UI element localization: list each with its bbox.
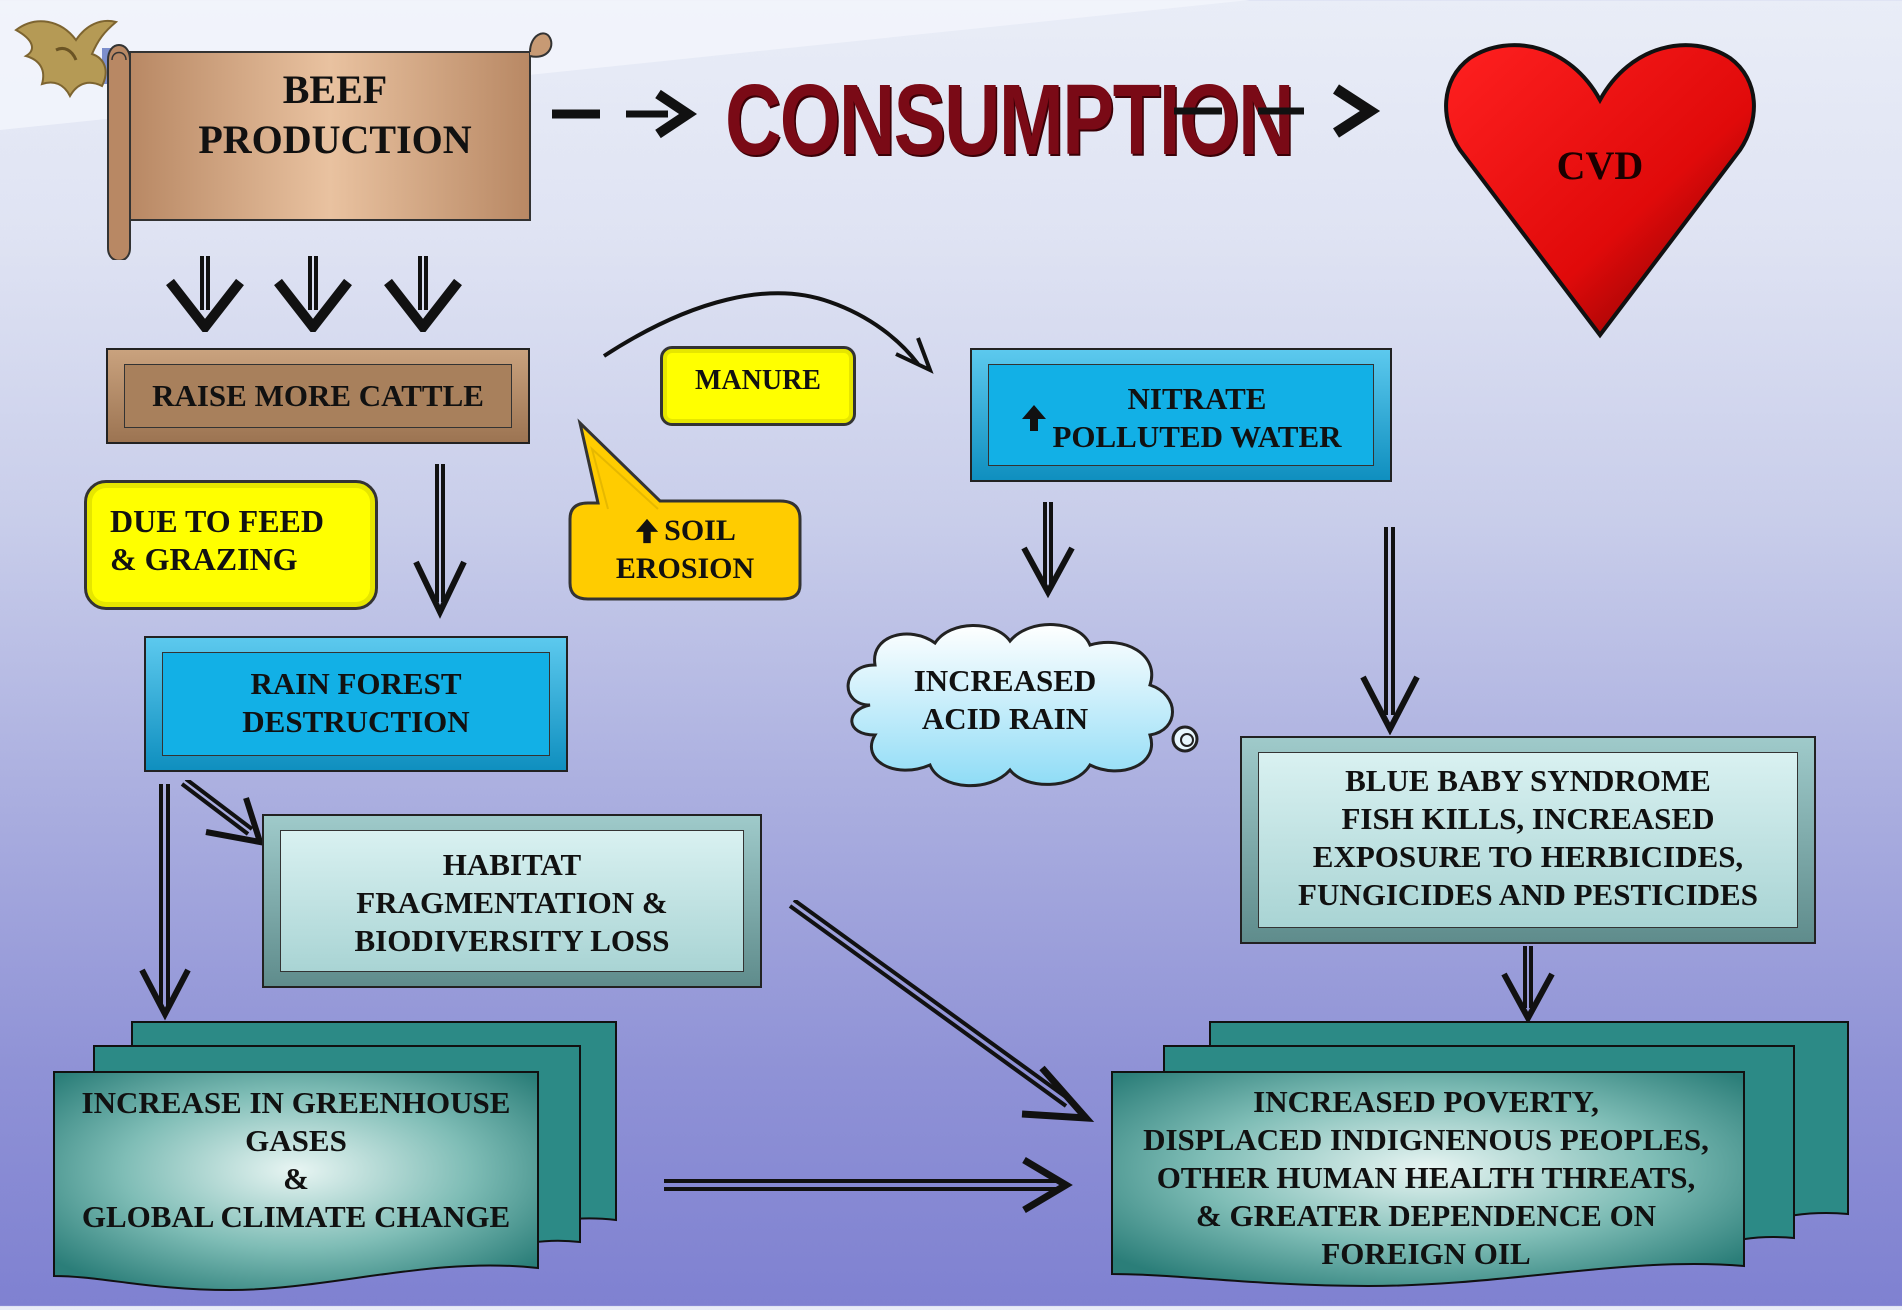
dashed-arrow-to-cvd bbox=[1174, 84, 1381, 138]
soil-erosion-text-line1: SOIL bbox=[664, 514, 736, 547]
arrow-rainforest-to-greenhouse bbox=[139, 784, 191, 1021]
nitrate-polluted-water-label: NITRATE POLLUTED WATER bbox=[970, 368, 1392, 468]
consumption-title: CONSUMPTION bbox=[725, 64, 1294, 176]
raise-more-cattle-label: RAISE MORE CATTLE bbox=[152, 378, 484, 413]
triple-down-arrows bbox=[166, 256, 462, 332]
due-to-feed-grazing-label: DUE TO FEED & GRAZING bbox=[110, 503, 324, 577]
beef-production-label: BEEF PRODUCTION bbox=[198, 67, 472, 162]
nitrate-polluted-water-text: NITRATE POLLUTED WATER bbox=[1052, 381, 1342, 454]
dashed-arrow-to-consumption bbox=[552, 89, 698, 139]
soil-erosion-label: SOIL EROSION bbox=[570, 510, 800, 590]
habitat-fragmentation-box bbox=[262, 814, 762, 988]
greenhouse-gases-label: INCREASE IN GREENHOUSE GASES & GLOBAL CL… bbox=[81, 1085, 511, 1234]
heart-icon bbox=[1444, 43, 1756, 339]
arrow-nitrate-to-acid-rain bbox=[1021, 502, 1075, 599]
blue-baby-syndrome-label: BLUE BABY SYNDROME FISH KILLS, INCREASED… bbox=[1298, 763, 1758, 912]
soil-erosion-callout bbox=[568, 418, 802, 601]
greenhouse-document-stack bbox=[53, 1021, 617, 1292]
manure-callout bbox=[660, 346, 856, 426]
due-to-feed-grazing-callout bbox=[84, 480, 378, 610]
up-arrow-icon bbox=[635, 518, 659, 544]
nitrate-polluted-water-box bbox=[970, 348, 1392, 482]
blue-baby-syndrome-box bbox=[1240, 736, 1816, 944]
soil-erosion-text-line2: EROSION bbox=[615, 552, 755, 585]
increased-poverty-label: INCREASED POVERTY, DISPLACED INDIGNENOUS… bbox=[1143, 1084, 1709, 1271]
poverty-document-stack bbox=[1111, 1021, 1849, 1288]
habitat-fragmentation-label: HABITAT FRAGMENTATION & BIODIVERSITY LOS… bbox=[354, 847, 670, 958]
arrow-habitat-to-poverty bbox=[788, 900, 1095, 1123]
arrow-blue-baby-to-poverty bbox=[1501, 946, 1555, 1024]
beef-production-scroll bbox=[107, 32, 553, 260]
manure-label: MANURE bbox=[695, 365, 821, 396]
increased-acid-rain-label: INCREASED ACID RAIN bbox=[913, 663, 1097, 736]
acid-rain-cloud bbox=[846, 623, 1199, 788]
curved-arrow-manure bbox=[602, 291, 934, 374]
cvd-label: CVD bbox=[1556, 142, 1644, 188]
rain-forest-destruction-box bbox=[144, 636, 568, 772]
raise-more-cattle-box bbox=[106, 348, 530, 444]
arrow-rainforest-to-habitat bbox=[180, 780, 265, 846]
arrow-cattle-to-rainforest bbox=[413, 464, 467, 619]
rain-forest-destruction-label: RAIN FOREST DESTRUCTION bbox=[242, 666, 470, 739]
arrow-greenhouse-to-poverty bbox=[664, 1156, 1073, 1214]
arrow-nitrate-to-blue-baby bbox=[1360, 527, 1420, 735]
up-arrow-icon bbox=[1022, 405, 1047, 431]
